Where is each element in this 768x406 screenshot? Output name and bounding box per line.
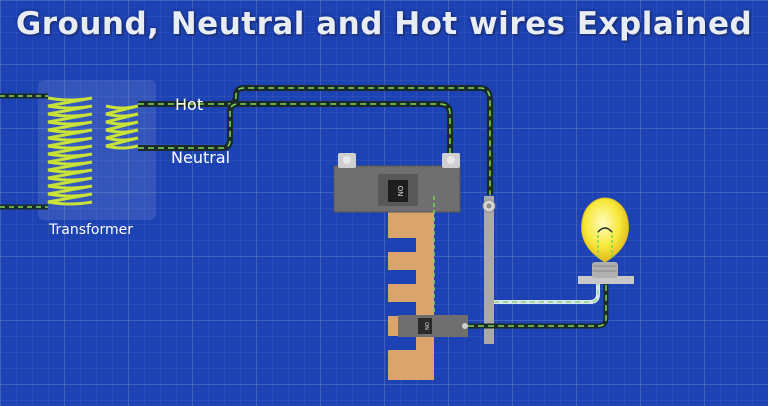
main-breaker-label: ON <box>396 186 404 197</box>
secondary-coil <box>105 104 139 150</box>
hot-label: Hot <box>175 95 204 114</box>
main-breaker-switch <box>388 180 408 202</box>
branch-neutral-wire <box>494 282 600 304</box>
branch-breaker-label: ON <box>423 322 429 330</box>
neutral-label: Neutral <box>171 148 231 167</box>
primary-coil <box>47 96 93 206</box>
hot-wire <box>138 85 493 195</box>
bulb-filament <box>597 227 613 233</box>
bus-bar <box>388 212 434 380</box>
branch-hot-wire <box>468 282 609 329</box>
branch-breaker-switch <box>418 318 432 334</box>
transformer-label: Transformer <box>49 222 134 238</box>
bulb-base <box>592 262 618 278</box>
neutral-bar <box>482 196 496 344</box>
bulb-mount <box>578 276 634 284</box>
light-bulb <box>578 197 634 284</box>
branch-breaker: ON <box>398 315 468 337</box>
transformer <box>0 80 156 220</box>
page-title: Ground, Neutral and Hot wires Explained <box>15 6 753 42</box>
bulb-glass <box>581 197 629 263</box>
main-breaker: ON <box>333 153 461 213</box>
